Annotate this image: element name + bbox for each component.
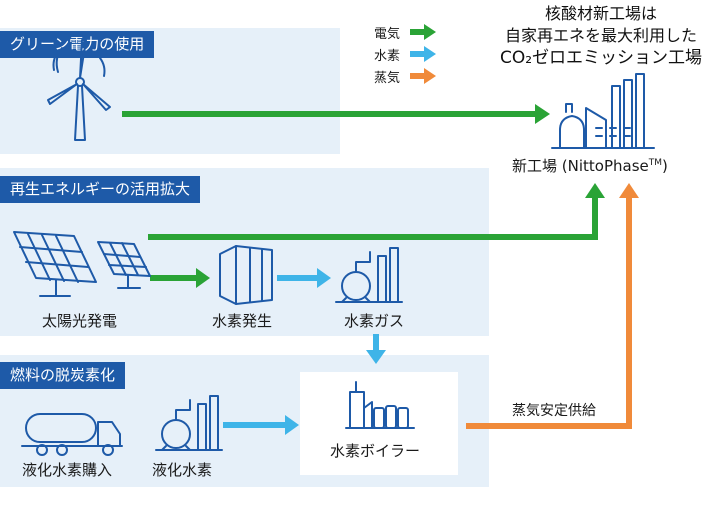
solar-panel-icon: [13, 231, 151, 297]
legend-hydrogen-arrow: [410, 46, 436, 62]
diagram-title: 核酸材新工場は 自家再エネを最大利用した CO₂ゼロエミッション工場: [484, 3, 718, 69]
tanker-truck-icon: [21, 413, 123, 456]
legend-electricity-arrow: [410, 24, 436, 40]
factory-label-close: ): [662, 157, 668, 175]
h2-boiler-icon: [345, 381, 415, 429]
title-line-2: 自家再エネを最大利用した: [504, 26, 697, 45]
wind-turbine-icon: [47, 39, 111, 141]
legend-steam-label: 蒸気: [374, 71, 401, 86]
section-header-renewable: 再生エネルギーの活用拡大: [0, 176, 201, 203]
legend-electricity-label: 電気: [374, 27, 401, 42]
h2-production-label: 水素発生: [212, 312, 273, 330]
steam-supply-label: 蒸気安定供給: [512, 403, 596, 419]
factory-label: 新工場 (NittoPhaseTM): [512, 155, 668, 176]
boiler-box: [300, 372, 458, 475]
boiler-label: 水素ボイラー: [330, 442, 421, 460]
arrow-boiler-to-factory: [466, 183, 639, 429]
factory-label-tm: TM: [648, 158, 663, 168]
section-header-green-power: グリーン電力の使用: [0, 31, 155, 58]
h2-gas-label: 水素ガス: [344, 312, 405, 330]
lh2-purchase-label: 液化水素購入: [22, 461, 113, 479]
legend-steam-arrow: [410, 68, 436, 84]
solar-label: 太陽光発電: [42, 312, 118, 330]
arrow-h2-production-to-h2-gas: [277, 268, 331, 288]
factory-icon: [551, 73, 655, 149]
h2-production-icon: [219, 245, 273, 305]
legend-hydrogen-label: 水素: [374, 49, 401, 64]
title-line-1: 核酸材新工場は: [544, 4, 657, 23]
arrow-solar-to-h2-production: [150, 268, 210, 288]
h2-gas-tank-icon: [335, 247, 403, 303]
arrow-wind-to-factory: [122, 104, 550, 124]
arrow-lh2-to-boiler: [223, 415, 299, 435]
arrow-solar-to-factory: [148, 183, 605, 240]
lh2-tank-icon: [155, 395, 223, 451]
section-header-fuel: 燃料の脱炭素化: [0, 362, 126, 389]
arrow-h2-gas-to-boiler: [366, 334, 386, 364]
lh2-label: 液化水素: [152, 461, 213, 479]
factory-label-text: 新工場 (NittoPhase: [512, 157, 649, 175]
title-line-3: CO₂ゼロエミッション工場: [499, 48, 703, 68]
